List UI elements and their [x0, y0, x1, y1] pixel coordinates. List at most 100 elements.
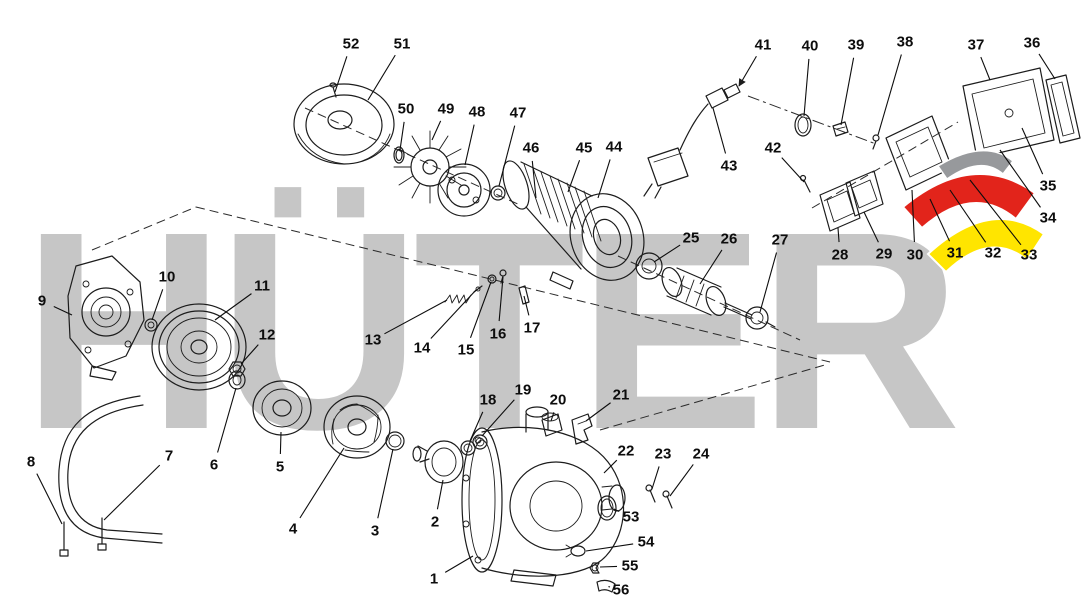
logo-gray-band: [936, 150, 1015, 181]
part-label-32: 32: [985, 245, 1002, 262]
part-label-52: 52: [343, 36, 360, 53]
small-screw-drawing: [872, 134, 880, 150]
part-label-34: 34: [1040, 210, 1057, 227]
leader-line-51: [367, 54, 396, 101]
part-label-14: 14: [414, 340, 431, 357]
logo-red-band: [901, 173, 1037, 230]
part-label-19: 19: [515, 382, 532, 399]
rotor-drawing: [635, 252, 776, 330]
mechanical-seal-drawing: [228, 370, 312, 436]
part-label-55: 55: [622, 558, 639, 575]
leader-line-40: [803, 58, 810, 117]
leader-line-43: [712, 107, 727, 154]
leader-line-2: [436, 479, 444, 510]
part-label-8: 8: [27, 454, 35, 471]
part-label-7: 7: [165, 448, 173, 465]
leader-line-16: [498, 276, 504, 322]
leader-line-55: [599, 565, 618, 568]
leader-line-25: [653, 244, 681, 263]
part-label-31: 31: [947, 245, 964, 262]
part-label-33: 33: [1021, 247, 1038, 264]
part-label-23: 23: [655, 446, 672, 463]
part-label-22: 22: [618, 443, 635, 460]
brand-watermark: HÜTER: [22, 173, 956, 488]
leader-line-3: [377, 448, 394, 519]
part-label-38: 38: [897, 34, 914, 51]
part-label-29: 29: [876, 246, 893, 263]
leader-line-7: [103, 464, 161, 521]
part-label-5: 5: [276, 459, 284, 476]
motor-end-cover-drawing: [293, 82, 395, 165]
part-label-54: 54: [638, 534, 655, 551]
part-label-41: 41: [755, 37, 772, 54]
impeller-drawing: [323, 395, 405, 459]
leader-line-5: [279, 431, 282, 455]
part-label-13: 13: [365, 332, 382, 349]
leader-line-23: [651, 466, 660, 490]
part-label-42: 42: [765, 140, 782, 157]
leader-line-26: [699, 249, 723, 285]
leader-line-44: [597, 159, 611, 199]
part-label-36: 36: [1024, 35, 1041, 52]
part-label-49: 49: [438, 101, 455, 118]
leader-line-39: [840, 57, 855, 126]
leader-line-6: [217, 387, 237, 453]
part-label-12: 12: [259, 327, 276, 344]
leader-line-35: [1021, 127, 1044, 175]
part-label-25: 25: [683, 230, 700, 247]
motor-flange-drawing: [67, 255, 158, 381]
part-label-21: 21: [613, 387, 630, 404]
leader-line-24: [669, 464, 694, 497]
leader-line-9: [53, 305, 73, 316]
part-label-2: 2: [431, 514, 439, 531]
part-label-11: 11: [254, 278, 270, 295]
part-label-16: 16: [490, 326, 507, 343]
leader-line-50: [399, 121, 405, 151]
part-label-48: 48: [469, 104, 486, 121]
leader-line-30: [911, 189, 915, 243]
part-label-56: 56: [613, 582, 630, 599]
part-label-20: 20: [550, 392, 567, 409]
part-label-1: 1: [430, 571, 438, 588]
leader-line-21: [585, 402, 611, 422]
leader-line-46: [531, 160, 537, 199]
leader-line-47: [498, 125, 516, 187]
leader-line-45: [567, 160, 581, 193]
leader-line-38: [877, 54, 902, 136]
part-label-4: 4: [289, 521, 298, 538]
leader-line-34: [999, 149, 1041, 208]
leader-line-17: [523, 295, 530, 316]
leader-line-22: [603, 459, 618, 474]
leader-line-12: [240, 344, 259, 365]
leader-line-29: [863, 211, 879, 243]
part-label-30: 30: [907, 247, 924, 264]
leader-line-14: [430, 289, 477, 339]
leader-line-1: [444, 555, 474, 573]
leader-line-18: [469, 411, 484, 442]
part-label-51: 51: [394, 36, 411, 53]
leader-line-42: [781, 157, 805, 183]
part-label-24: 24: [693, 446, 710, 463]
leader-line-8: [36, 473, 63, 525]
seal-housing-drawing: [151, 303, 247, 391]
leader-line-32: [949, 189, 987, 243]
leader-line-19: [481, 399, 515, 437]
fan-clamp-drawing: [437, 163, 491, 217]
terminal-box-cover-drawing: [962, 67, 1081, 159]
part-label-45: 45: [576, 140, 593, 157]
part-label-9: 9: [38, 293, 46, 310]
leader-line-49: [431, 120, 442, 141]
part-label-47: 47: [510, 105, 527, 122]
part-label-50: 50: [398, 101, 415, 118]
leader-line-15: [469, 281, 492, 338]
leader-line-54: [585, 543, 634, 552]
leader-line-53: [613, 508, 620, 512]
leader-line-41: [738, 55, 757, 87]
leader-line-31: [929, 198, 951, 242]
part-label-43: 43: [721, 158, 738, 175]
part-label-26: 26: [721, 231, 738, 248]
power-cord-drawing: [643, 83, 741, 199]
leader-line-20: [550, 412, 555, 422]
